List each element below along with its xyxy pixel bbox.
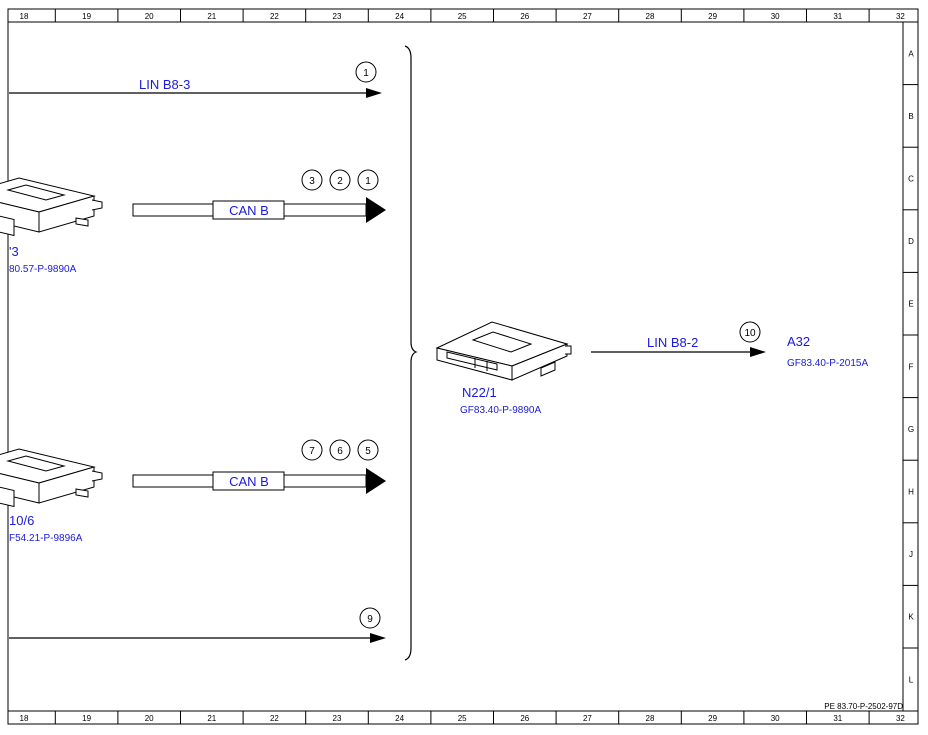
control-unit-left-bottom-icon	[0, 448, 103, 508]
column-label: 22	[270, 714, 279, 723]
column-label: 19	[82, 12, 91, 21]
module-right-ref: GF83.40-P-2015A	[787, 358, 868, 369]
column-label: 20	[145, 714, 154, 723]
column-label: 27	[583, 714, 592, 723]
column-label: 26	[520, 12, 529, 21]
module-left-bottom-name: 10/6	[9, 513, 34, 528]
column-label: 29	[708, 714, 717, 723]
lin-b8-2-connection: LIN B8-2 10	[591, 321, 766, 357]
lin-b8-2-label: LIN B8-2	[647, 335, 698, 350]
can-b-bottom-label: CAN B	[229, 474, 269, 489]
control-unit-n22-1-icon	[435, 321, 572, 381]
column-ruler-bottom: 18 19 20 21 22 23 24 25 26 27 28 29 30 31 32	[8, 710, 918, 724]
column-label: 19	[82, 714, 91, 723]
marker-number: 10	[744, 328, 756, 339]
row-label: L	[909, 675, 914, 684]
module-left-top-ref: 80.57-P-9890A	[9, 264, 77, 275]
column-label: 25	[458, 12, 467, 21]
column-label: 32	[896, 12, 905, 21]
arrow-head-icon	[370, 633, 386, 643]
column-label: 30	[771, 714, 780, 723]
column-label: 27	[583, 12, 592, 21]
marker-number: 5	[365, 446, 371, 457]
column-ruler-top: 18 19 20 21 22 23 24 25 26 27 28 29 30 31 32	[8, 9, 918, 23]
lin-b8-3-label: LIN B8-3	[139, 77, 190, 92]
column-label: 28	[646, 714, 655, 723]
module-left-top-name: '3	[9, 244, 19, 259]
row-label: K	[908, 613, 914, 622]
lin-b8-3-connection: LIN B8-3 1	[9, 61, 382, 98]
column-label: 18	[20, 12, 29, 21]
can-b-bottom-bus: CAN B 7 6 5	[132, 439, 386, 494]
row-label: J	[909, 550, 913, 559]
marker-number: 3	[309, 176, 315, 187]
drawing-reference: PE 83.70-P-2502-97D	[824, 702, 903, 711]
column-label: 29	[708, 12, 717, 21]
arrow-head-icon	[366, 197, 386, 223]
row-label: A	[908, 49, 914, 58]
marker-number: 2	[337, 176, 343, 187]
arrow-head-icon	[366, 88, 382, 98]
column-label: 22	[270, 12, 279, 21]
marker-number: 9	[367, 614, 373, 625]
column-label: 25	[458, 714, 467, 723]
column-label: 24	[395, 12, 404, 21]
column-label: 32	[896, 714, 905, 723]
control-unit-left-top-icon	[0, 177, 103, 237]
row-label: C	[908, 175, 914, 184]
row-label: E	[908, 300, 913, 309]
column-label: 28	[646, 12, 655, 21]
column-label: 26	[520, 714, 529, 723]
row-label: F	[909, 362, 914, 371]
module-center-ref: GF83.40-P-9890A	[460, 405, 541, 416]
marker-number: 1	[363, 68, 369, 79]
grouping-brace	[404, 45, 418, 661]
row-label: G	[908, 425, 914, 434]
column-label: 21	[207, 714, 216, 723]
can-b-top-label: CAN B	[229, 203, 269, 218]
can-b-top-bus: CAN B 3 2 1	[132, 169, 386, 223]
row-ruler-right: A B C D E F G H J K L	[902, 22, 918, 711]
column-label: 23	[333, 12, 342, 21]
column-label: 31	[833, 12, 842, 21]
arrow-head-icon	[366, 468, 386, 494]
arrow-head-icon	[750, 347, 766, 357]
column-label: 21	[207, 12, 216, 21]
module-right-name: A32	[787, 334, 810, 349]
column-label: 31	[833, 714, 842, 723]
column-label: 18	[20, 714, 29, 723]
module-center-name: N22/1	[462, 385, 497, 400]
column-label: 20	[145, 12, 154, 21]
row-label: D	[908, 237, 914, 246]
diagram-frame	[7, 8, 919, 725]
marker-number: 7	[309, 446, 315, 457]
marker-circle	[355, 61, 377, 83]
bottom-connection: 9	[9, 607, 386, 643]
row-label: H	[908, 488, 914, 497]
row-label: B	[908, 112, 913, 121]
column-label: 24	[395, 714, 404, 723]
module-left-bottom-ref: F54.21-P-9896A	[9, 533, 83, 544]
column-label: 23	[333, 714, 342, 723]
column-label: 30	[771, 12, 780, 21]
marker-number: 1	[365, 176, 371, 187]
marker-number: 6	[337, 446, 343, 457]
